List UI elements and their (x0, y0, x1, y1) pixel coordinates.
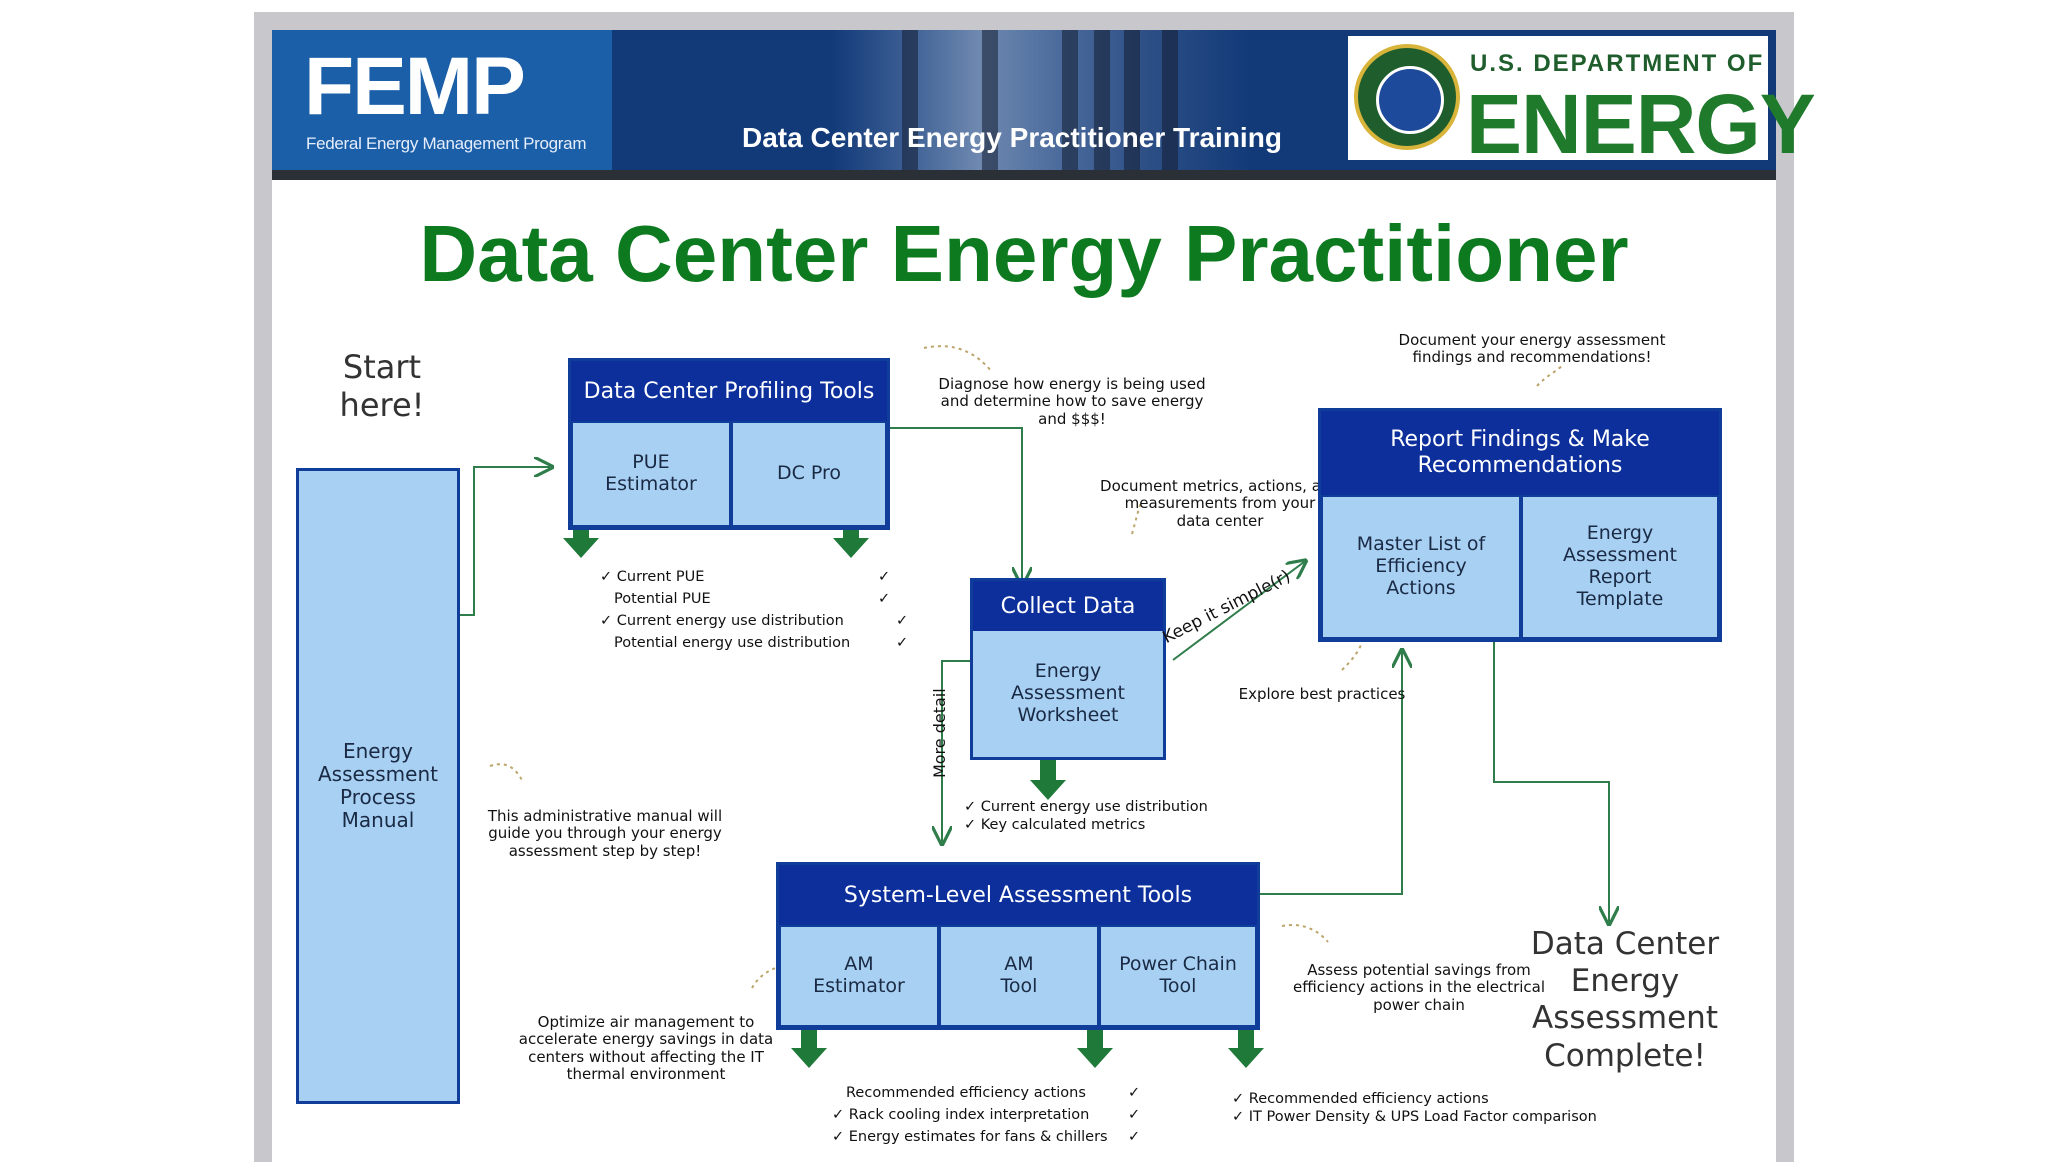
master-list-efficiency-actions[interactable]: Master List of Efficiency Actions (1321, 495, 1521, 639)
collect-data-header: Collect Data (973, 581, 1163, 631)
slide: FEMP Federal Energy Management Program D… (272, 30, 1816, 1162)
doe-logo: U.S. DEPARTMENT OF ENERGY (1348, 36, 1816, 171)
power-chain-tool[interactable]: Power Chain Tool (1099, 925, 1257, 1027)
femp-logo-text: FEMP (304, 41, 526, 132)
doe-seal-icon (1354, 44, 1460, 150)
doe-line1: U.S. DEPARTMENT OF (1470, 50, 1765, 77)
profiling-checklist: ✓ Current PUE✓ Potential PUE✓ ✓ Current … (600, 566, 910, 654)
training-title: Data Center Energy Practitioner Training (742, 122, 1282, 153)
check-item: ✓ Key calculated metrics (964, 817, 1146, 833)
server-racks-image (832, 30, 1252, 170)
page-title: Data Center Energy Practitioner (419, 209, 1629, 298)
system-level-tools-header: System-Level Assessment Tools (779, 865, 1257, 925)
header-banner: FEMP Federal Energy Management Program D… (272, 30, 1816, 180)
energy-assessment-report-template[interactable]: Energy Assessment Report Template (1521, 495, 1719, 639)
system-level-tools-group: System-Level Assessment Tools AM Estimat… (776, 862, 1260, 1030)
report-findings-group: Report Findings & Make Recommendations M… (1318, 408, 1722, 642)
best-practices-note: Explore best practices (1238, 685, 1406, 703)
more-detail-label: More detail (929, 688, 949, 779)
doe-line2: ENERGY (1466, 77, 1816, 171)
profiling-tools-group: Data Center Profiling Tools PUE Estimato… (568, 358, 890, 530)
power-chain-note: Assess potential savings from efficiency… (1292, 961, 1546, 1014)
power-checklist: ✓ Recommended efficiency actions ✓ IT Po… (1232, 1090, 1652, 1126)
am-checklist: Recommended efficiency actions✓ ✓ Rack c… (832, 1082, 1152, 1148)
femp-logo: FEMP Federal Energy Management Program (272, 30, 612, 170)
check-item: ✓ Current energy use distribution (964, 799, 1208, 815)
femp-subtitle: Federal Energy Management Program (306, 134, 587, 153)
slide-frame: FEMP Federal Energy Management Program D… (254, 12, 1816, 1162)
flow-arrows (460, 345, 1776, 1068)
check-item: ✓ Current PUE✓ (600, 569, 891, 585)
am-estimator-tool[interactable]: AM Estimator (779, 925, 939, 1027)
check-item: Potential PUE✓ (614, 591, 891, 607)
check-item: ✓ Rack cooling index interpretation✓ (832, 1107, 1141, 1123)
assessment-complete-label: Data Center Energy Assessment Complete! (1530, 926, 1720, 1074)
profiling-note: Diagnose how energy is being used and de… (938, 375, 1206, 428)
dc-pro-tool[interactable]: DC Pro (731, 421, 887, 527)
am-tool[interactable]: AM Tool (939, 925, 1099, 1027)
collect-checklist: ✓ Current energy use distribution ✓ Key … (964, 798, 1254, 834)
pue-estimator-tool[interactable]: PUE Estimator (571, 421, 731, 527)
energy-assessment-process-manual[interactable]: Energy Assessment Process Manual (296, 468, 460, 1104)
check-item: ✓ Energy estimates for fans & chillers✓ (832, 1129, 1141, 1145)
check-item: ✓ Recommended efficiency actions (1232, 1091, 1489, 1107)
report-findings-header: Report Findings & Make Recommendations (1321, 411, 1719, 495)
am-note: Optimize air management to accelerate en… (518, 1013, 774, 1083)
check-item: ✓ Current energy use distribution✓ (600, 613, 909, 629)
manual-note: This administrative manual will guide yo… (487, 807, 723, 860)
check-item: Recommended efficiency actions✓ (846, 1085, 1141, 1101)
check-item: ✓ IT Power Density & UPS Load Factor com… (1232, 1109, 1597, 1125)
report-note: Document your energy assessment findings… (1398, 331, 1666, 367)
start-here-label: Start here! (339, 348, 425, 425)
profiling-tools-header: Data Center Profiling Tools (571, 361, 887, 421)
check-item: Potential energy use distribution✓ (614, 635, 909, 651)
energy-assessment-worksheet[interactable]: Energy Assessment Worksheet (973, 631, 1163, 757)
collect-data-group: Collect Data Energy Assessment Worksheet (970, 578, 1166, 760)
